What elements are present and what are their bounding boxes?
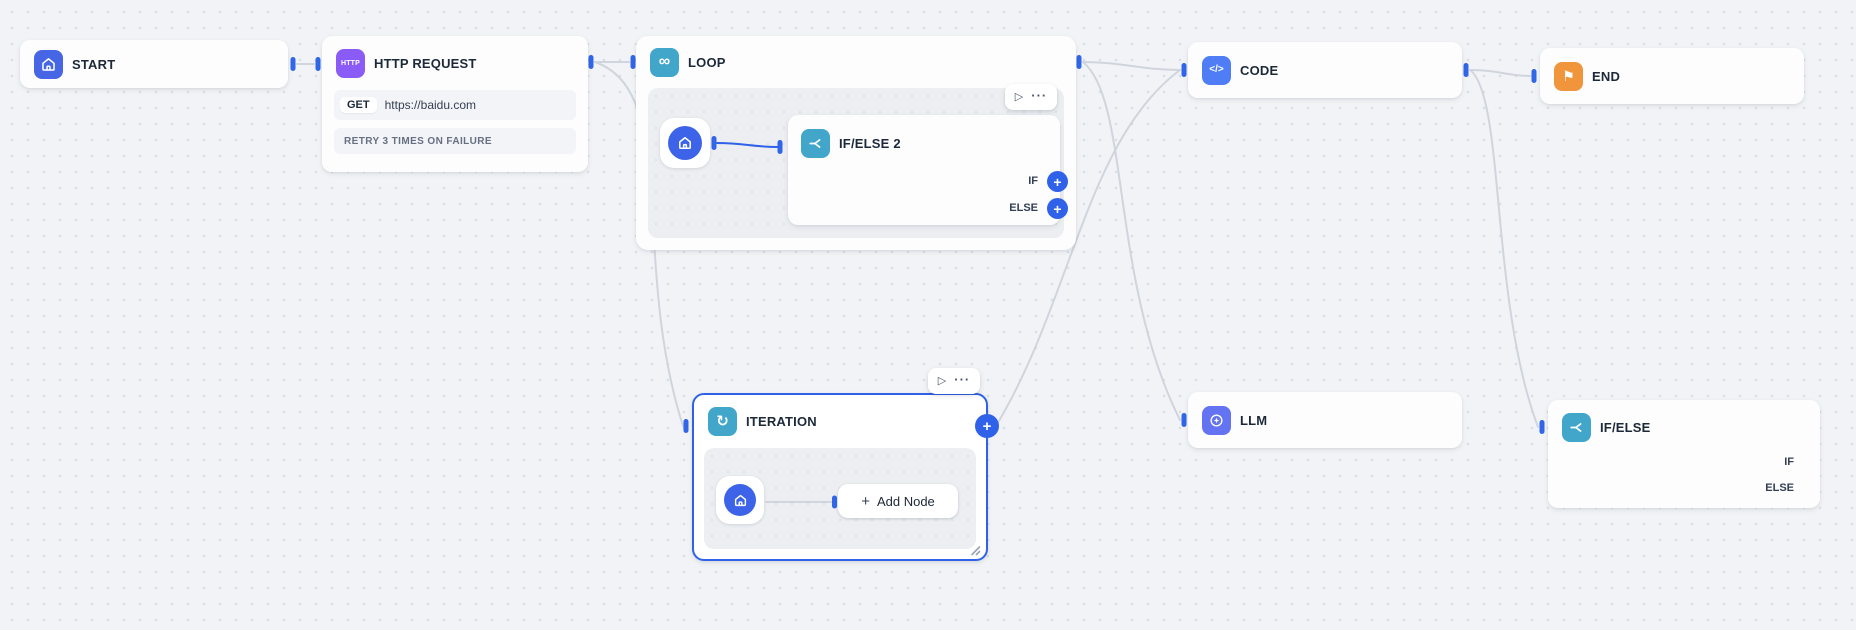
http-method-badge: GET: [340, 97, 377, 113]
branch-label-if: IF: [1784, 456, 1794, 468]
port-http-in[interactable]: [315, 57, 321, 71]
add-next-node-button[interactable]: +: [975, 414, 999, 438]
flag-icon: ⚑: [1554, 61, 1583, 91]
iteration-icon: ↻: [708, 406, 737, 436]
add-next-node-button-else[interactable]: +: [1047, 198, 1068, 219]
port-loop-in[interactable]: [630, 55, 636, 69]
node-iteration[interactable]: ↻ ITERATION + Add Node +: [692, 393, 999, 561]
port-start-out[interactable]: [290, 57, 296, 71]
run-node-button[interactable]: ▷: [1014, 90, 1024, 103]
edge-loop-to-code[interactable]: [1082, 61, 1181, 71]
add-next-node-button-if[interactable]: +: [1047, 171, 1068, 192]
node-if-else-2[interactable]: IF/ELSE 2 IF + ELSE +: [788, 115, 1068, 225]
node-title: START: [72, 56, 116, 72]
http-retry-text: RETRY 3 TIMES ON FAILURE: [344, 135, 492, 147]
node-title: LLM: [1240, 412, 1268, 428]
port-llm-in[interactable]: [1181, 413, 1187, 427]
node-title: IF/ELSE: [1600, 419, 1651, 435]
port-end-in[interactable]: [1531, 69, 1537, 83]
node-start[interactable]: START: [20, 40, 288, 88]
plus-icon: +: [861, 492, 870, 510]
node-llm[interactable]: LLM: [1188, 392, 1462, 448]
iteration-start-node[interactable]: [716, 476, 764, 524]
branch-icon: [1562, 412, 1591, 442]
resize-handle[interactable]: [967, 542, 981, 556]
edge-code-to-ifelse[interactable]: [1469, 69, 1539, 428]
node-code[interactable]: </> CODE: [1188, 42, 1462, 98]
more-options-button[interactable]: ···: [1031, 87, 1048, 103]
home-icon: [34, 49, 63, 79]
port-ifelse-in[interactable]: [1539, 420, 1545, 434]
node-title: LOOP: [688, 54, 726, 70]
port-iteration-in[interactable]: [683, 419, 689, 433]
http-retry-row: RETRY 3 TIMES ON FAILURE: [334, 128, 576, 154]
loop-icon: ∞: [650, 47, 679, 77]
port-code-out[interactable]: [1463, 63, 1469, 77]
node-end[interactable]: ⚑ END: [1540, 48, 1804, 104]
port-http-out[interactable]: [588, 55, 594, 69]
more-options-button[interactable]: ···: [954, 371, 971, 387]
home-icon: [668, 126, 702, 160]
branch-label-else: ELSE: [1009, 202, 1038, 214]
llm-icon: [1202, 405, 1231, 435]
node-title: IF/ELSE 2: [839, 135, 901, 151]
node-title: ITERATION: [746, 413, 817, 429]
node-http-request[interactable]: HTTP HTTP REQUEST GET https://baidu.com …: [322, 36, 588, 172]
http-icon: HTTP: [336, 48, 365, 78]
port-code-in[interactable]: [1181, 63, 1187, 77]
loop-start-node[interactable]: [660, 118, 710, 168]
http-url: https://baidu.com: [384, 98, 477, 112]
branch-label-if: IF: [1028, 175, 1038, 187]
http-method-url-row: GET https://baidu.com: [334, 90, 576, 120]
port-loop-out[interactable]: [1076, 55, 1082, 69]
add-node-button[interactable]: + Add Node: [838, 484, 958, 518]
node-title: HTTP REQUEST: [374, 55, 477, 71]
add-node-label: Add Node: [876, 493, 935, 509]
home-icon: [724, 484, 756, 516]
code-icon: </>: [1202, 55, 1231, 85]
node-toolbar: ▷ ···: [928, 368, 980, 394]
branch-icon: [801, 128, 830, 158]
node-if-else[interactable]: IF/ELSE IF ELSE: [1548, 400, 1820, 508]
branch-label-else: ELSE: [1765, 482, 1794, 494]
edge-loop-to-llm[interactable]: [1082, 61, 1181, 421]
node-toolbar: ▷ ···: [1005, 84, 1057, 110]
node-loop[interactable]: ∞ LOOP: [636, 36, 1076, 250]
node-title: END: [1592, 68, 1621, 84]
run-node-button[interactable]: ▷: [937, 374, 947, 387]
node-title: CODE: [1240, 62, 1279, 78]
edge-iteration-to-code[interactable]: [995, 69, 1181, 427]
edge-code-to-end[interactable]: [1469, 69, 1531, 77]
